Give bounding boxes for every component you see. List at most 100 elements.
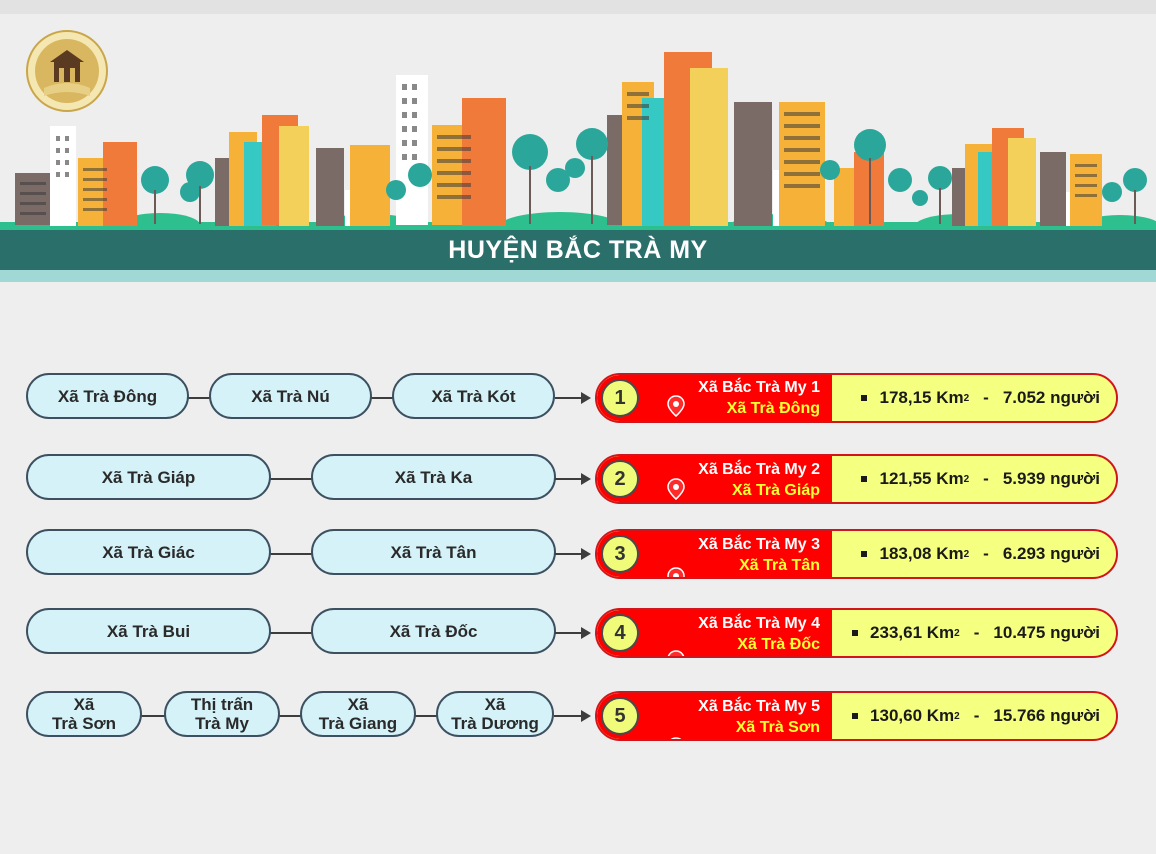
connector-line: [266, 478, 326, 480]
commune-label: Xã Trà Tân: [390, 542, 477, 562]
commune-name-block: Xã Bắc Trà My 2 Xã Trà Giáp: [698, 459, 820, 501]
population-value: 15.766 người: [993, 706, 1100, 725]
bullet: [861, 395, 868, 401]
page-title: HUYỆN BẮC TRÀ MY: [448, 235, 708, 264]
population-value: 5.939 người: [1002, 469, 1100, 488]
city-skyline-illustration: [0, 52, 1156, 232]
connector-line: [412, 715, 452, 717]
new-commune-name: Xã Bắc Trà My 1: [698, 379, 820, 396]
commune-label: Xã Trà Đốc: [389, 621, 478, 641]
bullet: [852, 713, 859, 719]
commune-pill: Xã Trà Đông: [26, 373, 189, 419]
commune-number: 3: [601, 535, 639, 573]
commune-number: 4: [601, 614, 639, 652]
commune-pill: Xã Trà Kót: [392, 373, 555, 419]
commune-label: Xã Trà Giang: [318, 695, 398, 733]
commune-label: Thị trấn Trà My: [190, 695, 254, 733]
new-commune-name: Xã Bắc Trà My 3: [698, 536, 820, 553]
new-commune-name: Xã Bắc Trà My 2: [698, 461, 820, 478]
arrow-right: [555, 392, 591, 404]
banner-underline: [0, 270, 1156, 282]
area-unit-sup: 2: [963, 392, 970, 404]
connector-line: [136, 715, 176, 717]
connector-line: [266, 632, 326, 634]
commune-number: 2: [601, 460, 639, 498]
area-unit-sup: 2: [954, 627, 960, 639]
separator: -: [973, 623, 980, 642]
location-pin-icon: [667, 478, 685, 500]
commune-name-block: Xã Bắc Trà My 5 Xã Trà Sơn: [698, 696, 820, 738]
commune-pill: Thị trấn Trà My: [164, 691, 280, 737]
population-value: 6.293 người: [1002, 544, 1100, 563]
commune-label: Xã Trà Bui: [106, 621, 191, 641]
commune-label: Xã Trà Sơn: [51, 695, 117, 733]
title-banner: HUYỆN BẮC TRÀ MY: [0, 230, 1156, 270]
location-pin-icon: [667, 567, 685, 577]
location-pin-icon: [667, 650, 685, 656]
commune-label: Xã Trà Đông: [57, 386, 158, 406]
commune-pill: Xã Trà Sơn: [26, 691, 142, 737]
commune-label: Xã Trà Kót: [431, 386, 516, 406]
area-unit-sup: 2: [954, 710, 960, 722]
separator: -: [983, 544, 989, 563]
arrow-right: [555, 548, 591, 560]
commune-name-block: Xã Bắc Trà My 1 Xã Trà Đông: [698, 377, 820, 419]
emblem-logo: [26, 30, 108, 112]
location-pin-icon: [667, 395, 685, 417]
commune-seat: Xã Trà Sơn: [735, 719, 820, 736]
area-unit-sup: 2: [963, 548, 970, 560]
source-communes: Xã Trà Bui Xã Trà Đốc: [26, 608, 606, 658]
bullet: [852, 630, 859, 636]
separator: -: [973, 706, 980, 725]
commune-label: Xã Trà Ka: [394, 467, 473, 487]
arrow-right: [555, 627, 591, 639]
new-commune-name: Xã Bắc Trà My 5: [698, 698, 820, 715]
commune-pill: Xã Trà Giang: [300, 691, 416, 737]
source-communes: Xã Trà Giáp Xã Trà Ka: [26, 454, 606, 504]
area-value: 121,55 Km: [879, 469, 964, 488]
commune-pill: Xã Trà Dương: [436, 691, 554, 737]
commune-label: Xã Trà Nú: [251, 386, 330, 406]
commune-name-block: Xã Bắc Trà My 3 Xã Trà Tân: [698, 534, 820, 576]
arrow-right: [554, 710, 591, 722]
arrow-right: [555, 473, 591, 485]
commune-seat: Xã Trà Đông: [726, 400, 820, 417]
commune-label: Xã Trà Dương: [451, 695, 539, 733]
area-value: 178,15 Km: [879, 388, 964, 407]
separator: -: [983, 388, 989, 407]
location-pin-icon: [670, 737, 682, 739]
top-strip: [0, 0, 1156, 14]
connector-line: [266, 553, 326, 555]
commune-pill: Xã Trà Đốc: [311, 608, 556, 654]
area-unit-sup: 2: [963, 473, 970, 485]
bullet: [861, 551, 868, 557]
commune-pill: Xã Trà Bui: [26, 608, 271, 654]
commune-number: 5: [601, 697, 639, 735]
commune-seat: Xã Trà Tân: [739, 557, 820, 574]
connector-line: [274, 715, 314, 717]
commune-pill: Xã Trà Giáp: [26, 454, 271, 500]
commune-number: 1: [601, 379, 639, 417]
population-value: 10.475 người: [993, 623, 1100, 642]
commune-label: Xã Trà Giáp: [101, 467, 196, 487]
source-communes: Xã Trà Giác Xã Trà Tân: [26, 529, 606, 579]
population-value: 7.052 người: [1002, 388, 1100, 407]
area-value: 183,08 Km: [879, 544, 964, 563]
commune-label: Xã Trà Giác: [102, 542, 195, 562]
new-commune-name: Xã Bắc Trà My 4: [698, 615, 820, 632]
commune-pill: Xã Trà Ka: [311, 454, 556, 500]
separator: -: [983, 469, 989, 488]
commune-pill: Xã Trà Tân: [311, 529, 556, 575]
source-communes: Xã Trà Sơn Thị trấn Trà My Xã Trà Giang …: [26, 691, 606, 741]
commune-name-block: Xã Bắc Trà My 4 Xã Trà Đốc: [698, 613, 820, 655]
